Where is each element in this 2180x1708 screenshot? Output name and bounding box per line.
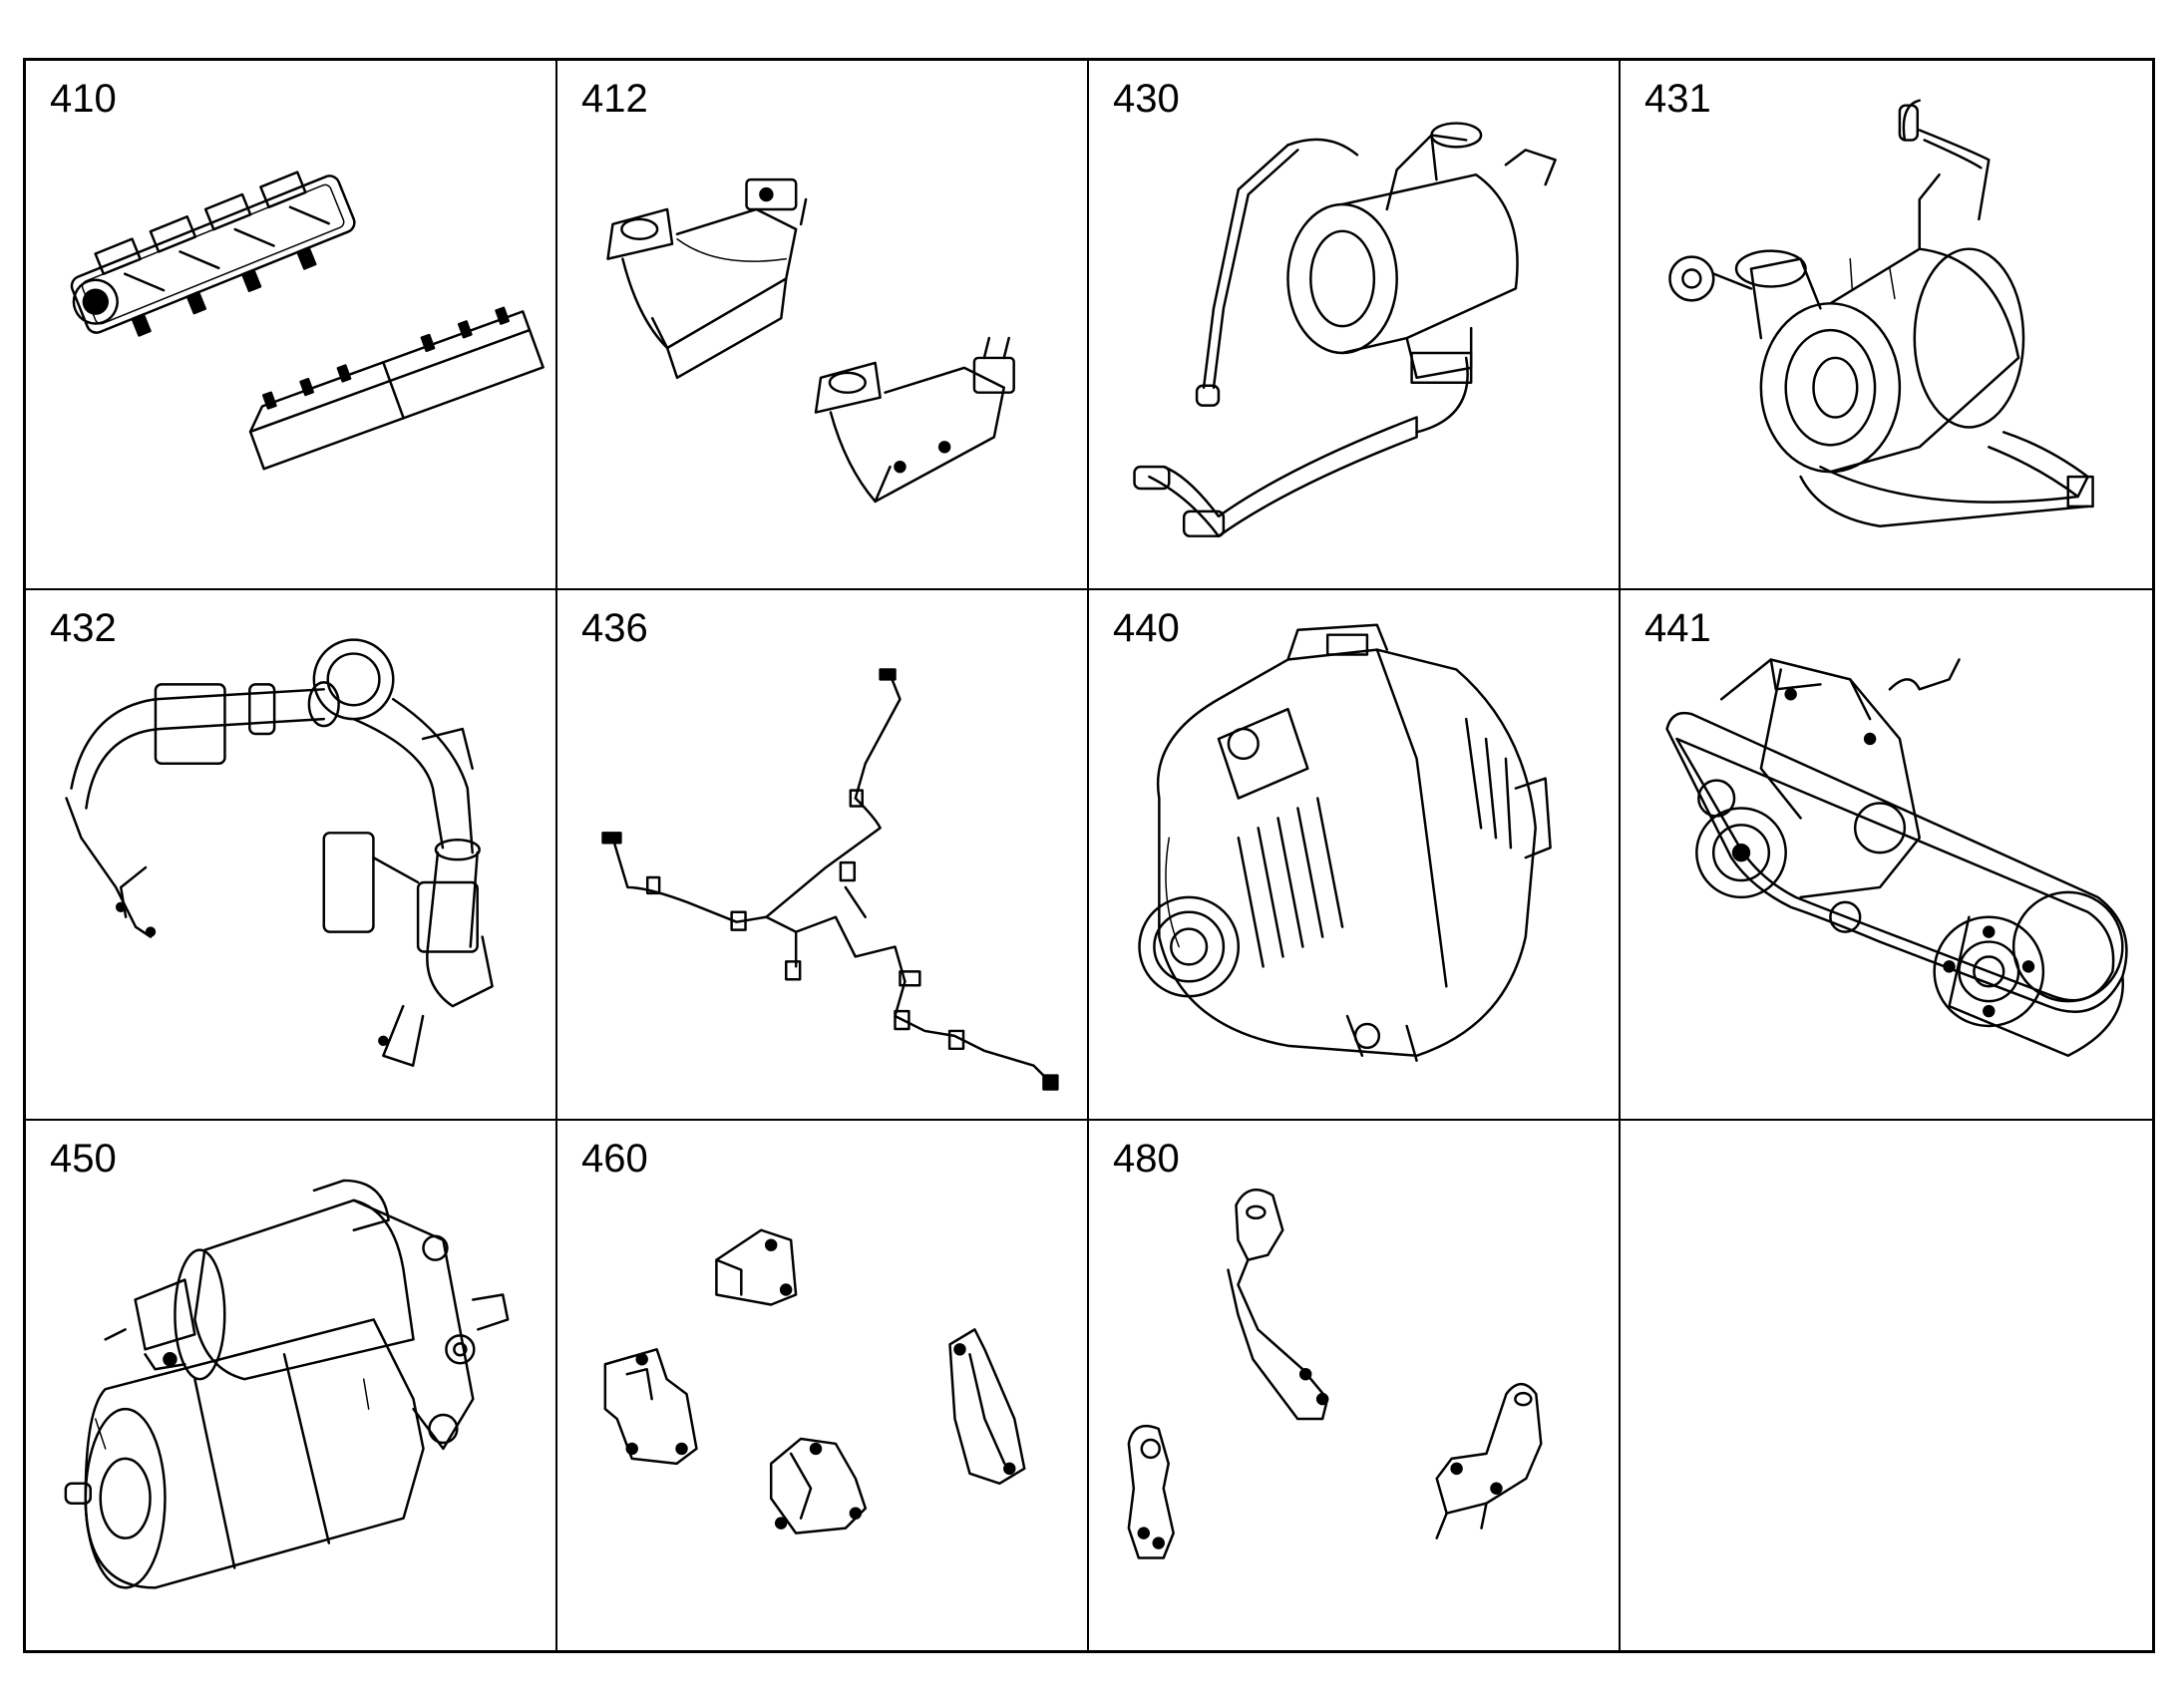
part-number: 432	[50, 606, 117, 651]
belt-drive-icon	[1665, 658, 2128, 1058]
part-cell-432[interactable]: 432	[26, 590, 557, 1121]
part-number: 430	[1113, 77, 1180, 121]
turbocharger-icon	[1133, 122, 1557, 537]
part-cell-441[interactable]: 441	[1621, 590, 2152, 1121]
part-cell-empty	[1621, 1121, 2152, 1650]
part-cell-436[interactable]: 436	[557, 590, 1089, 1121]
part-cell-440[interactable]: 440	[1089, 590, 1621, 1121]
part-number: 440	[1113, 606, 1180, 651]
air-intake-pipe-icon	[65, 638, 494, 1068]
part-cell-431[interactable]: 431	[1621, 61, 2152, 591]
part-number: 436	[581, 606, 648, 651]
part-cell-412[interactable]: 412	[557, 61, 1089, 591]
alternator-icon	[1138, 623, 1552, 1063]
part-cell-450[interactable]: 450	[26, 1120, 557, 1650]
part-number: 412	[581, 77, 648, 121]
part-number: 410	[50, 77, 117, 121]
engine-brackets-icon	[603, 1228, 1026, 1535]
part-cell-430[interactable]: 430	[1089, 61, 1621, 591]
part-number: 450	[50, 1136, 117, 1181]
starter-motor-icon	[64, 1179, 510, 1589]
wiring-harness-icon	[601, 668, 1059, 1092]
part-cell-410[interactable]: 410	[26, 61, 557, 591]
lifting-brackets-icon	[1127, 1188, 1543, 1559]
part-number: 431	[1644, 77, 1711, 121]
exhaust-manifold-icon	[606, 177, 1015, 504]
part-number: 441	[1644, 606, 1711, 651]
part-number: 480	[1113, 1136, 1180, 1181]
turbocharger-with-pipes-icon	[1668, 99, 2094, 528]
part-cell-480[interactable]: 480	[1089, 1120, 1621, 1650]
part-number: 460	[581, 1136, 648, 1181]
intake-manifold-icon	[70, 171, 545, 471]
parts-grid: 410 412	[23, 58, 2155, 1653]
part-cell-460[interactable]: 460	[557, 1120, 1089, 1650]
